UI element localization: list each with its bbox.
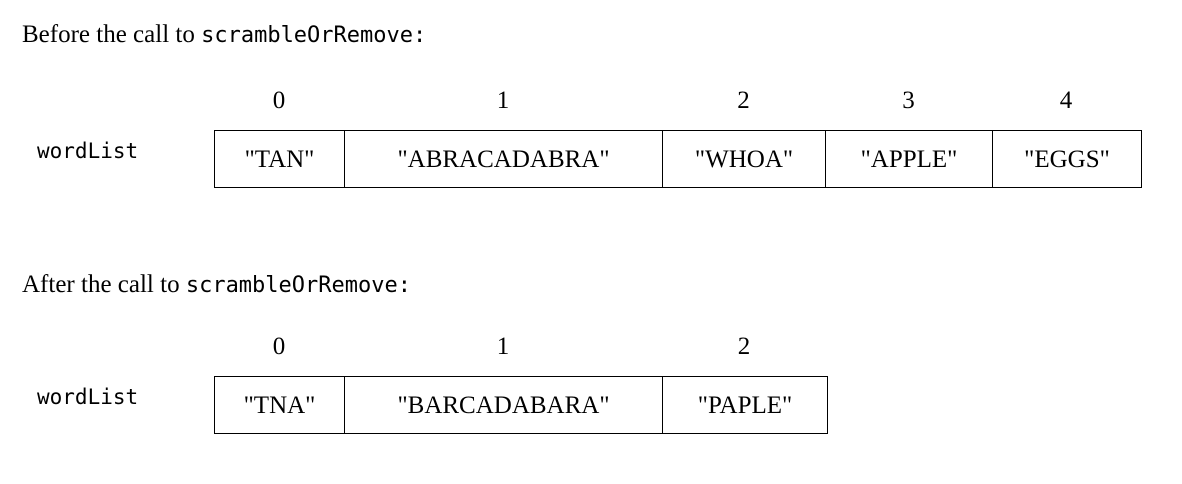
after-variable-label: wordList (37, 385, 139, 409)
before-cells-row: "TAN" "ABRACADABRA" "WHOA" "APPLE" "EGGS… (214, 130, 1142, 188)
after-cell-0: "TNA" (215, 377, 345, 433)
before-cell-4: "EGGS" (1024, 145, 1110, 173)
after-caption-method-name: scrambleOrRemove: (185, 273, 411, 298)
before-cell-0: "TAN" (215, 131, 345, 187)
before-index-4: 4 (1059, 87, 1073, 114)
before-index-0: 0 (272, 87, 286, 114)
after-cell-2: "PAPLE" (697, 391, 793, 419)
before-index-row: 0 1 2 3 4 (214, 88, 1140, 118)
before-cell-2: "WHOA" (663, 131, 826, 187)
after-cell-1: "BARCADABARA" (345, 377, 663, 433)
after-caption-prose: After the call to (22, 271, 180, 298)
before-index-3: 3 (902, 87, 915, 114)
after-index-row: 0 1 2 (214, 334, 826, 364)
before-index-2: 2 (737, 87, 750, 114)
before-variable-label: wordList (37, 139, 139, 163)
before-index-1: 1 (496, 87, 510, 114)
before-cell-1: "ABRACADABRA" (345, 131, 663, 187)
after-index-0: 0 (272, 333, 286, 360)
after-caption: After the call to scrambleOrRemove: (22, 272, 411, 297)
before-caption-method-name: scrambleOrRemove: (201, 23, 427, 48)
before-caption: Before the call to scrambleOrRemove: (22, 22, 426, 47)
after-cells-row: "TNA" "BARCADABARA" "PAPLE" (214, 376, 828, 434)
before-cell-3: "APPLE" (826, 131, 993, 187)
before-caption-prose: Before the call to (22, 21, 195, 48)
after-index-1: 1 (496, 333, 510, 360)
after-index-2: 2 (737, 333, 751, 360)
